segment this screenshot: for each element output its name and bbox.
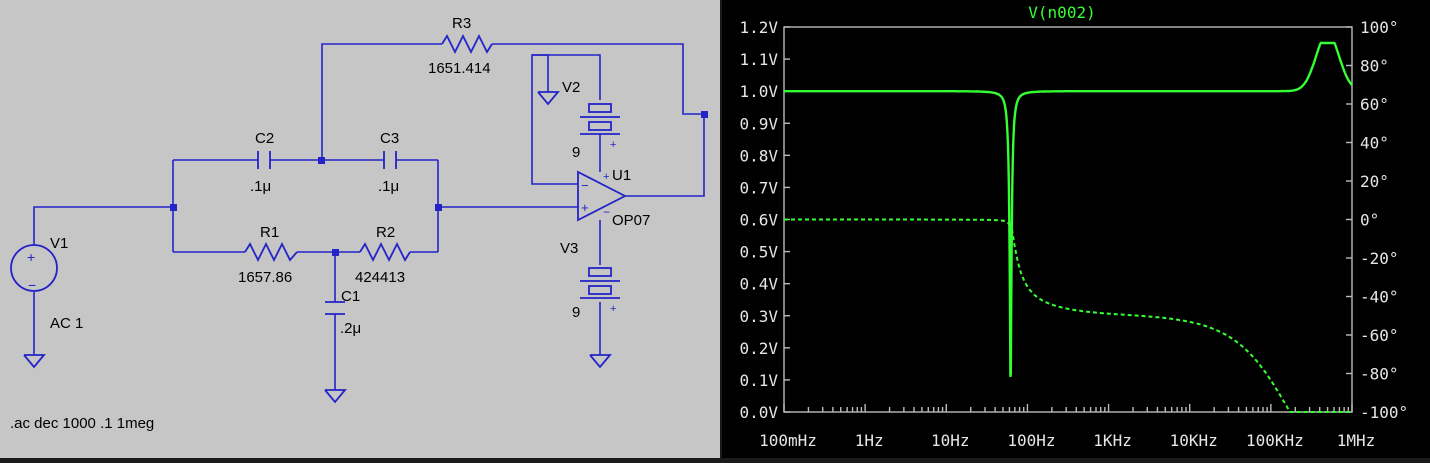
spice-directive[interactable]: .ac dec 1000 .1 1meg (10, 415, 154, 432)
svg-text:+: + (603, 171, 609, 183)
magnitude-trace[interactable] (784, 41, 1353, 378)
v2-name: V2 (562, 79, 580, 96)
right-axis-label: -80° (1360, 365, 1399, 384)
axis-ticks (783, 26, 1353, 413)
r3-name: R3 (452, 15, 471, 32)
ground-symbols (23, 91, 612, 404)
c1-value: .2μ (340, 320, 361, 337)
x-axis-label: 100KHz (1246, 431, 1304, 450)
right-axis-label: 40° (1360, 134, 1389, 153)
c3-value: .1μ (378, 178, 399, 195)
c1-name: C1 (341, 288, 360, 305)
v3-battery[interactable]: + (580, 267, 620, 315)
r3-resistor[interactable] (441, 33, 493, 55)
svg-text:+: + (581, 200, 589, 215)
x-axis-label: 10KHz (1170, 431, 1218, 450)
r1-name: R1 (260, 224, 279, 241)
left-axis-labels: 0.0V 0.1V 0.2V 0.3V 0.4V 0.5V 0.6V 0.7V 0.8V 0.9V… (739, 18, 778, 422)
svg-text:−: − (581, 178, 589, 193)
left-axis-label: 0.7V (739, 178, 778, 197)
right-axis-label: 60° (1360, 95, 1389, 114)
c3-name: C3 (380, 130, 399, 147)
x-axis-label: 10Hz (931, 431, 970, 450)
c1-capacitor[interactable] (325, 301, 345, 315)
r2-value: 424413 (355, 269, 405, 286)
schematic-editor[interactable]: + − V1 AC 1 R3 1651.414 C2 .1μ C3 .1μ R1… (0, 0, 720, 458)
r1-resistor[interactable] (244, 241, 298, 263)
left-axis-label: 0.8V (739, 146, 778, 165)
svg-text:+: + (610, 303, 616, 315)
v1-name: V1 (50, 235, 68, 252)
junctions (170, 111, 708, 256)
left-axis-label: 0.6V (739, 211, 778, 230)
left-axis-label: 1.0V (739, 82, 778, 101)
svg-text:+: + (27, 249, 35, 265)
left-axis-label: 0.5V (739, 243, 778, 262)
v1-value: AC 1 (50, 315, 83, 332)
right-axis-labels: -100° -80° -60° -40° -20° 0° 20° 40° 60° 80° 100° (1360, 18, 1408, 422)
right-axis-label: 100° (1360, 18, 1399, 37)
left-axis-label: 0.1V (739, 371, 778, 390)
svg-text:−: − (28, 277, 36, 293)
waveform-viewer[interactable]: V(n002) 0.0V 0.1V 0.2V 0.3V 0.4V 0.5V 0.6V 0.7V… (722, 0, 1430, 458)
r3-value: 1651.414 (428, 60, 491, 77)
c2-capacitor[interactable] (257, 151, 271, 169)
schematic-canvas[interactable]: + − V1 AC 1 R3 1651.414 C2 .1μ C3 .1μ R1… (0, 0, 720, 458)
c3-capacitor[interactable] (383, 151, 397, 169)
left-axis-label: 1.1V (739, 50, 778, 69)
right-axis-label: 20° (1360, 172, 1389, 191)
trace-title[interactable]: V(n002) (1028, 3, 1095, 22)
v2-value: 9 (572, 144, 580, 161)
phase-trace[interactable] (784, 218, 1352, 413)
c2-value: .1μ (250, 178, 271, 195)
right-axis-label: -40° (1360, 288, 1399, 307)
v3-name: V3 (560, 240, 578, 257)
u1-opamp[interactable]: − + + − (577, 170, 627, 222)
right-axis-label: -60° (1360, 326, 1399, 345)
wires (33, 43, 705, 390)
right-axis-label: 80° (1360, 57, 1389, 76)
left-axis-label: 0.4V (739, 275, 778, 294)
x-axis-label: 1Hz (855, 431, 884, 450)
r2-name: R2 (376, 224, 395, 241)
left-axis-label: 0.9V (739, 114, 778, 133)
v2-battery[interactable]: + (580, 103, 620, 151)
r1-value: 1657.86 (238, 269, 292, 286)
right-axis-label: -100° (1360, 403, 1408, 422)
right-axis-label: -20° (1360, 249, 1399, 268)
r2-resistor[interactable] (359, 241, 411, 263)
left-axis-label: 1.2V (739, 18, 778, 37)
u1-model: OP07 (612, 212, 650, 229)
x-axis-label: 100mHz (759, 431, 817, 450)
svg-text:−: − (603, 205, 610, 219)
x-axis-label: 100Hz (1007, 431, 1055, 450)
left-axis-label: 0.3V (739, 307, 778, 326)
x-axis-labels: 100mHz 1Hz 10Hz 100Hz 1KHz 10KHz 100KHz 1MHz (759, 431, 1375, 450)
left-axis-label: 0.0V (739, 403, 778, 422)
v3-value: 9 (572, 304, 580, 321)
x-axis-label: 1KHz (1093, 431, 1132, 450)
u1-name: U1 (612, 167, 631, 184)
svg-text:+: + (610, 139, 616, 151)
plot-canvas[interactable]: V(n002) 0.0V 0.1V 0.2V 0.3V 0.4V 0.5V 0.6V 0.7V… (722, 0, 1430, 458)
right-axis-label: 0° (1360, 211, 1379, 230)
v1-source[interactable]: + − (10, 244, 58, 293)
c2-name: C2 (255, 130, 274, 147)
x-axis-label: 1MHz (1337, 431, 1376, 450)
left-axis-label: 0.2V (739, 339, 778, 358)
